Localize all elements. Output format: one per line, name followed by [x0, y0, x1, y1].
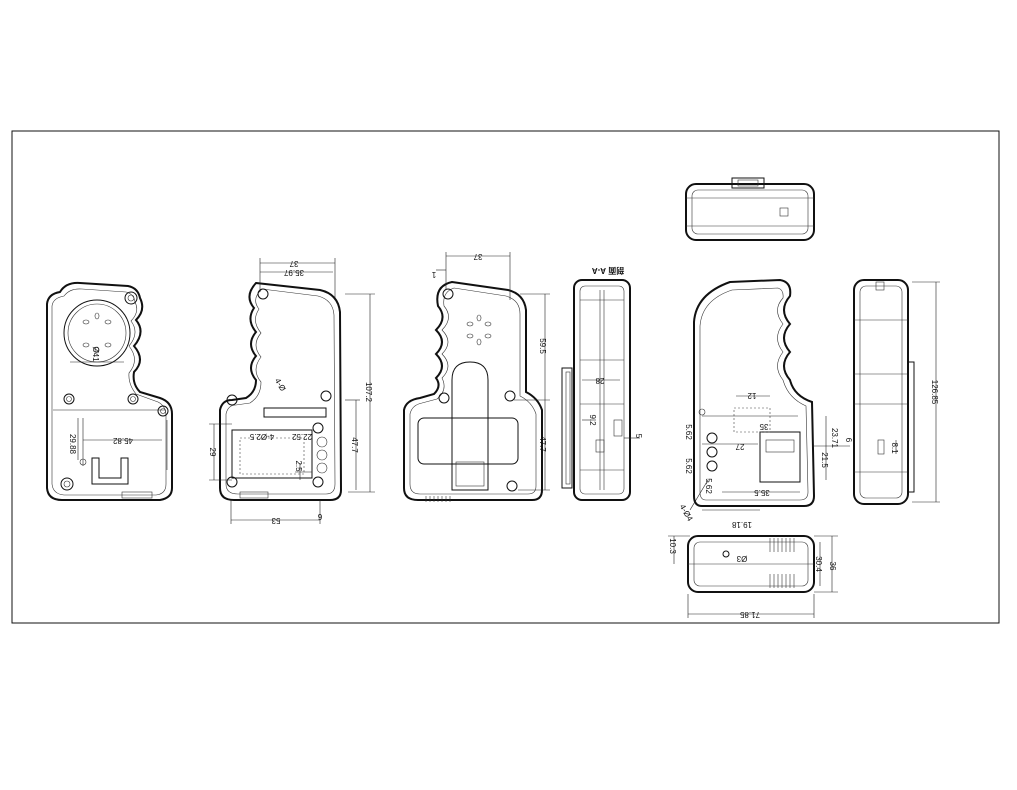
back-view-label: 35.97 [283, 268, 304, 277]
front-view-label: Ø41 [91, 346, 100, 362]
back-view-label: 4-Ø [273, 377, 287, 393]
front-view: 29.88 45.82 Ø41 [46, 281, 173, 501]
inner-view-label: 5.62 [704, 478, 713, 494]
side-view-label: 59.5 [538, 338, 547, 354]
back-view-label: 29 [208, 448, 217, 457]
drawing-frame [11, 130, 1000, 624]
inner-view-label: 6 [844, 438, 853, 443]
inner-view-label: 19.18 [731, 520, 752, 529]
back-view-label: 22.52 [291, 432, 312, 441]
back-view-label: 47.7 [350, 437, 359, 453]
inner-view: 12 35 27 5.62 5.62 5.62 23.71 21.5 6 35.… [678, 278, 853, 529]
side-view: 37 59.5 47.7 1 [403, 252, 550, 502]
back-view-label: 37 [289, 259, 298, 268]
side-view-label: 1 [431, 270, 436, 279]
inner-view-label: 5.62 [684, 458, 693, 474]
bottom-view-label: 71.85 [739, 610, 760, 619]
inner-view-label: 35.5 [754, 488, 770, 497]
end-view: 126.85 8.1 [853, 279, 940, 505]
speaker-grille [63, 299, 131, 367]
back-view-label: 107.2 [364, 382, 373, 403]
front-view-label: 29.88 [68, 434, 77, 455]
bottom-view-label: 10.3 [668, 538, 677, 554]
back-view-label: 4-Ø2.5 [249, 432, 274, 441]
inner-view-label: 23.71 [830, 428, 839, 449]
bottom-view-label: 36 [828, 562, 837, 571]
bottom-view: 10.3 Ø3 30.4 36 71.85 [668, 535, 838, 619]
inner-view-label: 21.5 [820, 452, 829, 468]
section-title: 剖面 A-A [592, 266, 625, 276]
back-view-label: 53 [271, 516, 280, 525]
section-view: 剖面 A-A 28 9.2 5 [561, 266, 643, 501]
back-view-label: 2.5 [294, 460, 303, 472]
bottom-view-label: Ø3 [736, 554, 747, 563]
end-view-label: 126.85 [930, 380, 939, 405]
section-view-label: 9.2 [588, 414, 597, 426]
section-view-label: 5 [634, 434, 643, 439]
top-view [685, 177, 815, 241]
side-view-label: 37 [473, 252, 482, 261]
front-view-label: 45.82 [112, 436, 133, 445]
end-view-label: 8.1 [890, 442, 899, 454]
inner-view-label: 35 [759, 422, 768, 431]
inner-view-label: 5.62 [684, 424, 693, 440]
back-view: 37 35.97 107.2 47.7 4-Ø2.5 22.52 29 2.5 … [208, 258, 375, 525]
section-view-label: 28 [595, 376, 604, 385]
side-view-label: 47.7 [538, 436, 547, 452]
inner-view-label: 27 [735, 442, 744, 451]
back-view-label: 6 [317, 512, 322, 521]
bottom-view-label: 30.4 [814, 556, 823, 572]
inner-view-label: 12 [747, 391, 756, 400]
